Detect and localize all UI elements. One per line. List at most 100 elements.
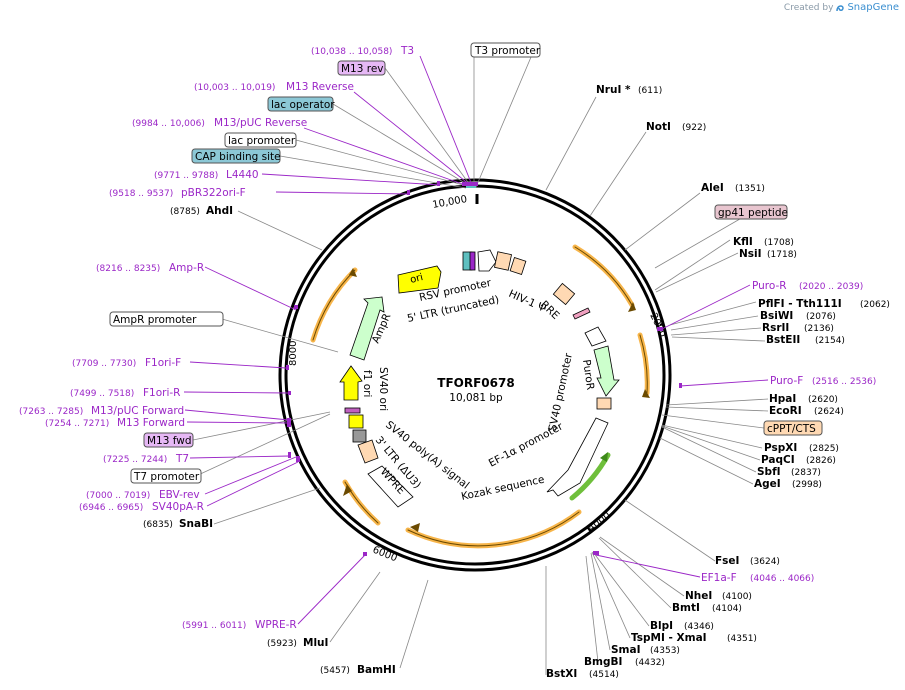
box-t7-promoter [130, 468, 202, 484]
enzyme-blpi-pos: (4346) [684, 622, 714, 632]
primer-t3-pos: (10,038 .. 10,058) [311, 47, 392, 57]
enzyme-smai: SmaI [611, 644, 641, 656]
tick-mark-4000 [587, 527, 592, 533]
credit-prefix: Created by [783, 2, 834, 13]
primer-puror-pos: (2020 .. 2039) [799, 282, 863, 292]
arc-bottom [405, 509, 582, 549]
enzyme-pspxi-pos: (2825) [809, 444, 839, 454]
box-t7-promoter-text: T7 promoter [133, 471, 200, 483]
arc-arrowheads [343, 268, 650, 532]
primer-puror: Puro-R [752, 280, 787, 292]
primer-sv40par-pos: (6946 .. 6965) [79, 503, 143, 513]
top-cluster-marks [462, 182, 478, 188]
primer-pbr-pos: (9518 .. 9537) [109, 189, 173, 199]
backbone-marks [286, 181, 682, 556]
enzyme-noti: NotI [646, 121, 671, 133]
snapgene-logo-icon [836, 4, 845, 11]
enzyme-snabi: SnaBI [179, 518, 213, 530]
enzyme-kfli-pos: (1708) [764, 238, 794, 248]
enzyme-bstxi-pos: (4514) [589, 670, 619, 680]
enzyme-nrui-pos: (611) [638, 86, 662, 96]
enzyme-nsii-pos: (1718) [767, 250, 797, 260]
feat-puror: PuroR [580, 359, 596, 391]
primer-sv40par: SV40pA-R [152, 501, 204, 513]
enzyme-pflfi-pos: (2062) [860, 300, 890, 310]
primer-f1orir: F1ori-R [143, 387, 180, 399]
inner-features [339, 249, 620, 508]
arc-left-line [312, 269, 356, 341]
enzyme-kfli: KflI [733, 236, 753, 248]
arc-bottom-left-line [344, 481, 379, 524]
enzyme-pflfi: PflFI - Tth111I [758, 298, 842, 310]
cppt-marker [572, 307, 591, 320]
enzyme-sbfi: SbfI [757, 466, 781, 478]
enzyme-rsrii: RsrII [762, 322, 789, 334]
primer-ampr-pos: (8216 .. 8235) [96, 264, 160, 274]
box-ampr-promoter [109, 311, 224, 327]
enzyme-bmgbi: BmgBI [584, 656, 622, 668]
primer-m13fwd: M13 Forward [117, 417, 185, 429]
tick-label-8000: 8000 [288, 341, 299, 366]
credit: Created by SnapGene [784, 2, 899, 13]
enzyme-bmti: BmtI [672, 602, 700, 614]
enzyme-rsrii-pos: (2136) [804, 324, 834, 334]
enzyme-alei-pos: (1351) [735, 184, 765, 194]
primer-wprer: WPRE-R [255, 619, 297, 631]
arc-right-line [639, 334, 648, 394]
primer-t7: T7 [175, 453, 189, 465]
enzyme-mlui-pos: (5923) [267, 639, 297, 649]
arc-bottom-line [407, 511, 580, 547]
enzyme-ahdi: AhdI [206, 205, 233, 217]
enzyme-mlui: MluI [303, 637, 328, 649]
enzyme-nhei: NheI [685, 590, 712, 602]
enzyme-agei-pos: (2998) [792, 480, 822, 490]
primer-m13rev: M13 Reverse [286, 81, 354, 93]
feat-sv40-promoter: SV40 promoter [547, 351, 575, 432]
primer-t3: T3 [400, 45, 414, 57]
primer-purof-pos: (2516 .. 2536) [812, 377, 876, 387]
enzyme-bstxi: BstXI [546, 668, 577, 680]
f1-ori-arrow [339, 365, 363, 401]
enzyme-tspmi-pos: (4351) [727, 634, 757, 644]
tick-label-2000: 2000 [647, 311, 668, 339]
enzyme-noti-pos: (922) [682, 123, 706, 133]
feat-f1-ori: f1 ori [361, 370, 373, 397]
enzyme-tspmi: TspMI - XmaI [631, 632, 707, 644]
box-ampr-promoter-text: AmpR promoter [113, 314, 197, 326]
ori-arrow [397, 265, 442, 294]
feat-ef1a-promoter: EF-1α promoter [487, 420, 566, 469]
box-lac-promoter-text: lac promoter [228, 135, 296, 147]
enzyme-hpai: HpaI [769, 393, 796, 405]
enzyme-nsii: NsiI [739, 248, 762, 260]
enzyme-bsiwi: BsiWI [760, 310, 793, 322]
backbone-outer [278, 178, 672, 572]
primer-m13pucfwd: M13/pUC Forward [91, 405, 184, 417]
enzyme-ecori-pos: (2624) [814, 407, 844, 417]
primer-l4440-pos: (9771 .. 9788) [154, 171, 218, 181]
box-m13-fwd [143, 432, 194, 448]
enzyme-bsteii-pos: (2154) [815, 336, 845, 346]
primer-l4440: L4440 [226, 169, 259, 181]
box-cppt-text: cPPT/CTS [767, 423, 816, 435]
enzyme-paqci: PaqCI [761, 454, 795, 466]
rre-box [552, 282, 576, 306]
enzyme-sbfi-pos: (2837) [791, 468, 821, 478]
enzyme-fsei-pos: (3624) [750, 557, 780, 567]
puror-end-box [596, 397, 612, 410]
box-lac-operator [267, 96, 334, 112]
box-cap-binding [191, 148, 281, 164]
enzyme-blpi: BlpI [650, 620, 673, 632]
primer-m13pucrev: M13/pUC Reverse [214, 117, 307, 129]
enzyme-smai-pos: (4353) [650, 646, 680, 656]
primer-pbr: pBR322ori-F [181, 187, 246, 199]
enzyme-bsteii: BstEII [766, 334, 800, 346]
primer-wprer-pos: (5991 .. 6011) [182, 621, 246, 631]
ef1a-promoter-arrow [546, 417, 609, 497]
sv40-ori-box [348, 414, 364, 429]
hiv-psi-box [509, 256, 527, 276]
enzyme-pspxi: PspXI [764, 442, 797, 454]
primer-t7-pos: (7225 .. 7244) [103, 455, 167, 465]
box-cppt [763, 420, 823, 436]
plasmid-name: TFORF0678 [437, 376, 514, 390]
